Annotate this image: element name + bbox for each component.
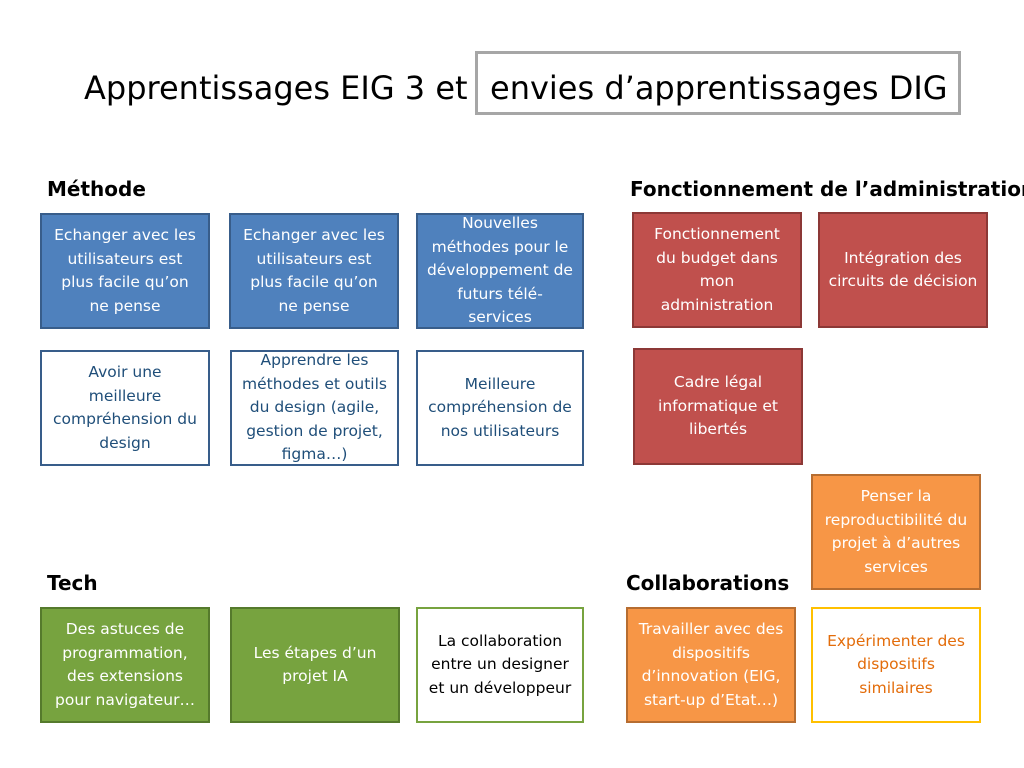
section-heading-methode: Méthode [47, 177, 146, 201]
card-text: La collaboration entre un designer et un… [428, 631, 572, 697]
methode-card: Echanger avec les utilisateurs est plus … [229, 213, 399, 329]
card-text: Avoir une meilleure compréhension du des… [53, 363, 197, 452]
tech-card: Les étapes d’un projet IA [230, 607, 400, 723]
administration-card: Intégration des circuits de décision [818, 212, 988, 328]
card-text: Les étapes d’un projet IA [253, 643, 377, 686]
card-text: Echanger avec les utilisateurs est plus … [54, 226, 196, 315]
card-text: Expérimenter des dispositifs similaires [827, 631, 965, 697]
methode-card-outlined: Apprendre les méthodes et outils du desi… [230, 350, 399, 466]
section-heading-administration: Fonctionnement de l’administration [630, 177, 1024, 201]
tech-card-outlined: La collaboration entre un designer et un… [416, 607, 584, 723]
methode-card-outlined: Meilleure compréhension de nos utilisate… [416, 350, 584, 466]
title-highlight-box [475, 51, 961, 115]
collaboration-card-outlined: Expérimenter des dispositifs similaires [811, 607, 981, 723]
card-text: Apprendre les méthodes et outils du desi… [241, 351, 387, 464]
section-heading-tech: Tech [47, 571, 98, 595]
tech-card: Des astuces de programmation, des extens… [40, 607, 210, 723]
methode-card: Nouvelles méthodes pour le développement… [416, 213, 584, 329]
card-text: Travailler avec des dispositifs d’innova… [638, 620, 784, 709]
card-text: Nouvelles méthodes pour le développement… [427, 214, 573, 327]
card-text: Cadre légal informatique et libertés [658, 373, 778, 439]
card-text: Intégration des circuits de décision [828, 248, 978, 291]
administration-card: Cadre légal informatique et libertés [633, 348, 803, 465]
methode-card: Echanger avec les utilisateurs est plus … [40, 213, 210, 329]
card-text: Echanger avec les utilisateurs est plus … [243, 226, 385, 315]
administration-card-orange: Penser la reproductibilité du projet à d… [811, 474, 981, 590]
section-heading-collaborations: Collaborations [626, 571, 790, 595]
slide-title-part-2: envies d’apprentissages DIG [490, 69, 948, 107]
methode-card-outlined: Avoir une meilleure compréhension du des… [40, 350, 210, 466]
card-text: Fonctionnement du budget dans mon admini… [654, 225, 780, 314]
collaboration-card: Travailler avec des dispositifs d’innova… [626, 607, 796, 723]
slide-title-part-1: Apprentissages EIG 3 et [84, 69, 468, 107]
card-text: Des astuces de programmation, des extens… [55, 620, 195, 709]
administration-card: Fonctionnement du budget dans mon admini… [632, 212, 802, 328]
card-text: Penser la reproductibilité du projet à d… [824, 487, 968, 576]
card-text: Meilleure compréhension de nos utilisate… [428, 374, 572, 440]
